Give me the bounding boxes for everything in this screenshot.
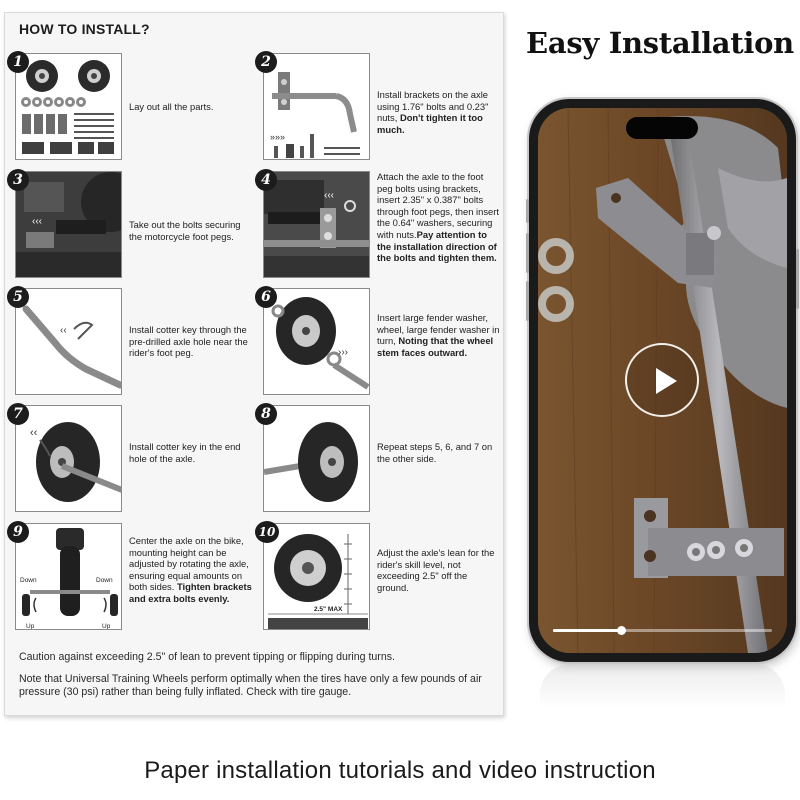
step-4-text: Attach the axle to the foot peg bolts us… xyxy=(377,171,499,264)
bracket-on-axle-illustration: »»» xyxy=(263,53,370,160)
step-number-badge: 3 xyxy=(7,169,29,191)
wheel-icon: ››› xyxy=(271,297,369,390)
volume-button xyxy=(526,199,529,223)
step-9: 9 Down Up Down Up Center the axle on the… xyxy=(5,521,252,631)
axle-attach-photo: ‹‹‹ xyxy=(263,171,370,278)
step-6-text: Insert large fender washer, wheel, large… xyxy=(377,312,500,358)
svg-text:»»»: »»» xyxy=(270,132,285,142)
step-1: 1 Lay out all the parts. xyxy=(5,51,251,161)
step-number-badge: 2 xyxy=(255,51,277,73)
video-player[interactable] xyxy=(538,108,787,653)
step-number-badge: 6 xyxy=(255,286,277,308)
end-cotter-key-illustration: ‹‹ xyxy=(15,405,122,512)
step-3: 3 ‹‹‹ Take out the bolts securing the mo… xyxy=(5,169,251,279)
phone-reflection xyxy=(540,664,785,708)
step-7-text: Install cotter key in the end hole of th… xyxy=(129,441,241,464)
step-number-badge: 4 xyxy=(255,169,277,191)
label-down-left: Down xyxy=(20,577,37,584)
wheel-clearance-icon: 2.5" MAX xyxy=(268,534,368,629)
instruction-card: HOW TO INSTALL? 1 Lay out all the parts. xyxy=(4,12,504,716)
easy-installation-heading: Easy Installation xyxy=(526,26,794,60)
foot-peg-icon: ‹‹‹ xyxy=(16,172,121,277)
wheel-repeat-icon xyxy=(264,422,358,502)
step-9-text: Center the axle on the bike, mounting he… xyxy=(129,535,252,604)
play-icon xyxy=(656,368,677,394)
cotter-key-illustration: ‹‹ xyxy=(15,288,122,395)
step-6: 6 ››› Insert large fender washer, wheel,… xyxy=(253,286,500,396)
parts-layout-illustration xyxy=(15,53,122,160)
step-8-text: Repeat steps 5, 6, and 7 on the other si… xyxy=(377,441,493,464)
step-number-badge: 8 xyxy=(255,403,277,425)
cotter-key-icon: ‹‹ xyxy=(22,305,121,389)
svg-text:‹‹: ‹‹ xyxy=(30,427,38,439)
instructions-title: HOW TO INSTALL? xyxy=(19,21,150,37)
volume-button xyxy=(526,233,529,273)
step-2-text: Install brackets on the axle using 1.76"… xyxy=(377,89,489,135)
repeat-other-side-illustration xyxy=(263,405,370,512)
step-10: 10 2.5" MAX Adjust the axle's lean for t… xyxy=(253,521,499,631)
step-5: 5 ‹‹ Install cotter key through the pre-… xyxy=(5,286,251,396)
step-5-text: Install cotter key through the pre-drill… xyxy=(129,324,248,359)
progress-scrubber[interactable] xyxy=(616,626,626,635)
svg-text:‹‹: ‹‹ xyxy=(60,325,67,336)
dynamic-island xyxy=(626,117,698,139)
tire-pressure-note: Note that Universal Training Wheels perf… xyxy=(19,673,482,699)
step-number-badge: 9 xyxy=(7,521,29,543)
play-button[interactable] xyxy=(625,343,699,417)
wheel-cotter-icon: ‹‹ xyxy=(30,422,121,502)
step-number-badge: 5 xyxy=(7,286,29,308)
axle-bracket-icon: »»» xyxy=(270,72,360,158)
volume-button xyxy=(526,281,529,321)
label-down-right: Down xyxy=(96,577,113,584)
step-number-badge: 1 xyxy=(7,51,29,73)
wheel-washer-illustration: ››› xyxy=(263,288,370,395)
step-number-badge: 7 xyxy=(7,403,29,425)
svg-text:‹‹‹: ‹‹‹ xyxy=(32,216,42,227)
bottom-caption: Paper installation tutorials and video i… xyxy=(144,757,656,784)
video-progress-bar[interactable] xyxy=(553,626,772,635)
parts-icon xyxy=(21,60,114,154)
step-7: 7 ‹‹ Install cotter key in the end hole … xyxy=(5,403,251,513)
step-8: 8 Repeat steps 5, 6, and 7 on the other … xyxy=(253,403,499,513)
label-up-left: Up xyxy=(26,623,35,630)
progress-fill xyxy=(553,629,621,632)
axle-attach-icon: ‹‹‹ xyxy=(264,172,369,277)
step-3-text: Take out the bolts securing the motorcyc… xyxy=(129,219,241,242)
step-4: 4 ‹‹‹ Attach the axle to the foot peg bo… xyxy=(253,169,499,279)
step-1-text: Lay out all the parts. xyxy=(129,101,214,112)
step-number-badge: 10 xyxy=(255,521,279,543)
label-up-right: Up xyxy=(102,623,111,630)
phone-mockup xyxy=(526,99,799,662)
svg-text:‹‹‹: ‹‹‹ xyxy=(324,190,334,201)
lean-clearance-illustration: 2.5" MAX xyxy=(263,523,370,630)
power-button xyxy=(796,249,799,309)
bike-rear-icon: Down Up Down Up xyxy=(20,528,118,630)
svg-text:›››: ››› xyxy=(338,347,348,358)
max-height-label: 2.5" MAX xyxy=(314,606,343,613)
step-10-text: Adjust the axle's lean for the rider's s… xyxy=(377,547,495,593)
height-adjust-illustration: Down Up Down Up xyxy=(15,523,122,630)
step-2: 2 »»» Install brackets on the axle using… xyxy=(253,51,499,161)
caution-note: Caution against exceeding 2.5" of lean t… xyxy=(19,651,395,663)
foot-peg-removal-photo: ‹‹‹ xyxy=(15,171,122,278)
